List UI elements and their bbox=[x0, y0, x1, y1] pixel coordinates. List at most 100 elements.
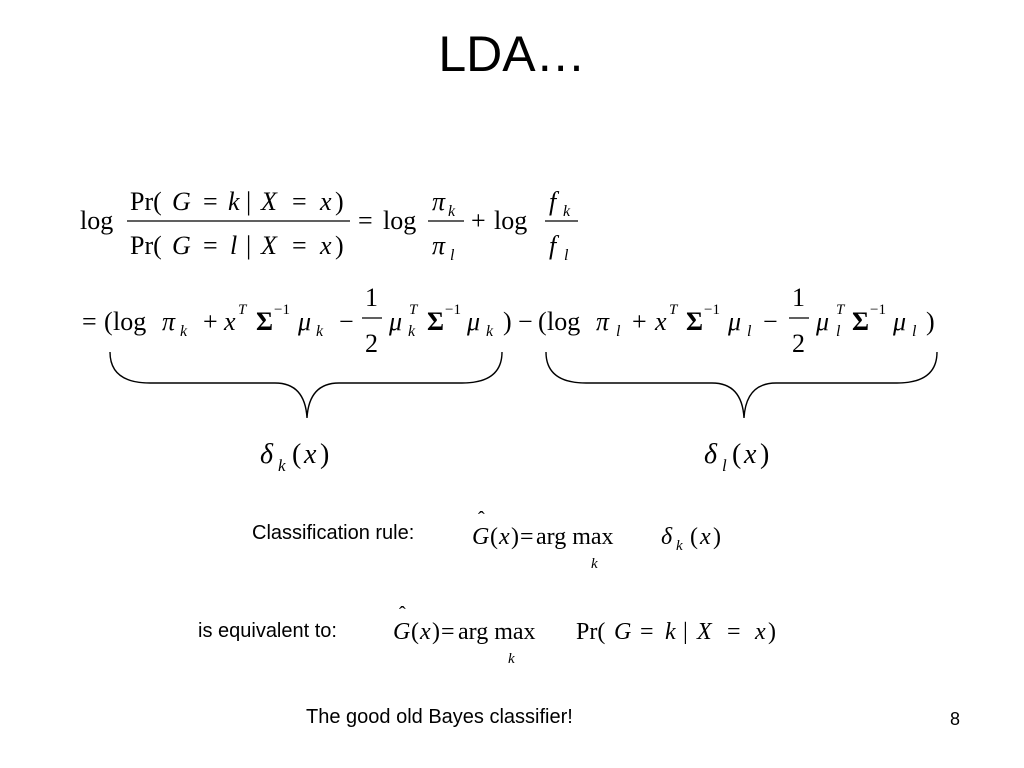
eq-sign: = bbox=[82, 307, 97, 336]
argmax-subscript-k: k bbox=[508, 651, 515, 667]
log-text: log bbox=[113, 307, 146, 336]
paren-close: ) bbox=[335, 231, 344, 260]
delta-symbol: δ bbox=[661, 524, 673, 550]
subscript-k: k bbox=[486, 323, 494, 340]
subscript-l: l bbox=[564, 247, 569, 264]
eq-sign: = bbox=[358, 206, 373, 235]
paren-open: ( bbox=[490, 524, 498, 550]
mu-symbol: μ bbox=[727, 307, 741, 336]
subscript-k: k bbox=[408, 323, 416, 340]
classification-rule-label: Classification rule: bbox=[252, 522, 415, 544]
paren-open: ( bbox=[538, 307, 547, 336]
equation-log-odds: log Pr( G = k | X = x ) Pr( G = l | X = … bbox=[80, 187, 578, 264]
argmax-subscript-k: k bbox=[591, 556, 598, 572]
bar: | bbox=[246, 187, 251, 216]
superscript-t: T bbox=[836, 302, 846, 318]
subscript-l: l bbox=[722, 456, 727, 475]
var-x: x bbox=[223, 307, 236, 336]
page-number: 8 bbox=[950, 709, 961, 729]
superscript-t: T bbox=[409, 302, 419, 318]
subscript-l: l bbox=[912, 323, 917, 340]
var-x: x bbox=[754, 619, 766, 645]
log-text: log bbox=[494, 206, 527, 235]
var-g: G bbox=[393, 619, 410, 645]
paren-open: ( bbox=[411, 619, 419, 645]
hat-accent: ˆ bbox=[399, 603, 406, 625]
log-text: log bbox=[80, 206, 113, 235]
superscript-t: T bbox=[238, 302, 248, 318]
superscript-inverse: −1 bbox=[870, 302, 886, 318]
eq-sign: = bbox=[727, 619, 741, 645]
delta-symbol: δ bbox=[704, 439, 718, 470]
sigma-symbol: Σ bbox=[686, 307, 703, 336]
subscript-k: k bbox=[278, 456, 286, 475]
argmax-operator: arg max bbox=[536, 524, 614, 550]
subscript-l: l bbox=[836, 323, 841, 340]
eq-sign: = bbox=[203, 187, 218, 216]
delta-symbol: δ bbox=[260, 439, 274, 470]
paren-open: ( bbox=[104, 307, 113, 336]
plus-sign: + bbox=[471, 206, 486, 235]
paren-close: ) bbox=[320, 439, 329, 470]
paren-close: ) bbox=[503, 307, 512, 336]
var-x-cap: X bbox=[696, 619, 713, 645]
underbrace-right bbox=[545, 351, 938, 419]
paren-open: ( bbox=[292, 439, 301, 470]
bayes-classifier-note: The good old Bayes classifier! bbox=[306, 706, 573, 728]
sigma-symbol: Σ bbox=[852, 307, 869, 336]
plus-sign: + bbox=[203, 307, 218, 336]
var-x: x bbox=[319, 231, 332, 260]
var-l: l bbox=[230, 231, 237, 260]
bar: | bbox=[683, 619, 688, 645]
paren-close: ) bbox=[713, 524, 721, 550]
denominator-pr-gl: Pr( G = l | X = x ) bbox=[130, 231, 344, 260]
var-g: G bbox=[614, 619, 631, 645]
sigma-symbol: Σ bbox=[256, 307, 273, 336]
subscript-l: l bbox=[450, 247, 455, 264]
eq-sign: = bbox=[520, 524, 534, 550]
subscript-k: k bbox=[448, 203, 456, 220]
digit-two: 2 bbox=[365, 329, 378, 358]
pr-open: Pr( bbox=[130, 187, 162, 216]
var-g: G bbox=[172, 231, 191, 260]
var-x: x bbox=[319, 187, 332, 216]
mu-symbol: μ bbox=[466, 307, 480, 336]
paren-open: ( bbox=[690, 524, 698, 550]
subscript-k: k bbox=[563, 203, 571, 220]
var-x-cap: X bbox=[260, 231, 278, 260]
slide-title: LDA… bbox=[438, 26, 586, 82]
paren-close: ) bbox=[511, 524, 519, 550]
pi-symbol: π bbox=[432, 187, 446, 216]
var-x: x bbox=[654, 307, 667, 336]
minus-sign: − bbox=[339, 307, 354, 336]
subscript-k: k bbox=[316, 323, 324, 340]
eq-sign: = bbox=[203, 231, 218, 260]
pr-open: Pr( bbox=[576, 619, 605, 645]
superscript-inverse: −1 bbox=[445, 302, 461, 318]
superscript-inverse: −1 bbox=[704, 302, 720, 318]
pi-symbol: π bbox=[432, 231, 446, 260]
sigma-symbol: Σ bbox=[427, 307, 444, 336]
minus-sign: − bbox=[763, 307, 778, 336]
delta-l-label: δ l ( x ) bbox=[704, 439, 769, 475]
classification-rule-formula: ˆ G ( x ) = arg max k δ k ( x ) bbox=[472, 508, 721, 572]
superscript-t: T bbox=[669, 302, 679, 318]
numerator-pr-gk: Pr( G = k | X = x ) bbox=[130, 187, 344, 216]
log-text: log bbox=[383, 206, 416, 235]
eq-sign: = bbox=[292, 231, 307, 260]
digit-one: 1 bbox=[365, 283, 378, 312]
pr-open: Pr( bbox=[130, 231, 162, 260]
underbrace-left bbox=[109, 351, 503, 419]
minus-sign: − bbox=[518, 307, 533, 336]
plus-sign: + bbox=[632, 307, 647, 336]
var-g: G bbox=[472, 524, 489, 550]
subscript-k: k bbox=[676, 538, 683, 554]
equation-discriminant-difference: = ( log π k + x T Σ −1 μ k − 1 2 μ T k Σ… bbox=[82, 283, 935, 358]
var-f: f bbox=[549, 187, 560, 216]
superscript-inverse: −1 bbox=[274, 302, 290, 318]
var-x-cap: X bbox=[260, 187, 278, 216]
subscript-k: k bbox=[180, 323, 188, 340]
var-g: G bbox=[172, 187, 191, 216]
equivalent-to-label: is equivalent to: bbox=[198, 620, 337, 642]
